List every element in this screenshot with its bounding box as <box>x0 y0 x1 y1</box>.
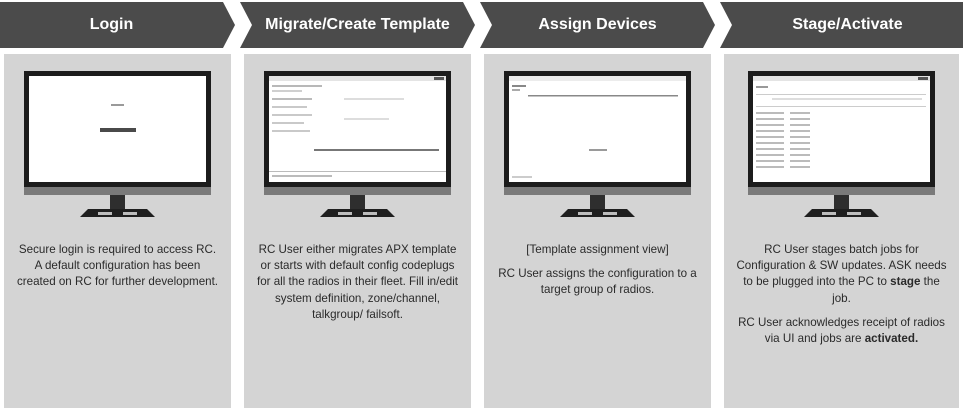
monitor-illustration <box>24 71 211 217</box>
monitor-illustration <box>504 71 691 217</box>
monitor-illustration <box>264 71 451 217</box>
step-title: Migrate/Create Template <box>265 16 450 33</box>
step-panel: [Template assignment view] RC User assign… <box>484 54 711 408</box>
description-paragraph: RC User either migrates APX template or … <box>254 242 461 323</box>
step-migrate-create-template: Migrate/Create Template <box>240 0 475 408</box>
description-text: Secure login is required to access RC. A… <box>16 243 219 289</box>
step-description: RC User either migrates APX template or … <box>254 242 461 331</box>
jobs-screen <box>753 76 930 168</box>
assignment-screen <box>509 76 686 178</box>
description-text: RC User either migrates APX template or … <box>256 243 459 321</box>
description-paragraph: RC User stages batch jobs for Configurat… <box>734 242 949 307</box>
monitor <box>264 71 451 217</box>
monitor <box>504 71 691 217</box>
step-title: Assign Devices <box>538 16 657 33</box>
template-editor-screen <box>269 76 446 177</box>
monitor <box>748 71 935 217</box>
step-panel: Secure login is required to access RC. A… <box>4 54 231 408</box>
description-paragraph: RC User acknowledges receipt of radios v… <box>734 315 949 347</box>
step-stage-activate: Stage/Activate <box>720 0 963 408</box>
description-text: RC User assigns the configuration to a t… <box>498 267 697 297</box>
description-paragraph: Secure login is required to access RC. A… <box>14 242 221 291</box>
monitor <box>24 71 211 217</box>
description-paragraph: RC User assigns the configuration to a t… <box>494 266 701 298</box>
step-title: Stage/Activate <box>792 16 903 33</box>
step-title: Login <box>89 16 134 33</box>
step-banner <box>720 2 963 48</box>
step-assign-devices: Assign Devices <box>480 0 715 408</box>
step-panel: RC User stages batch jobs for Configurat… <box>724 54 959 408</box>
description-text: RC User acknowledges receipt of radios v… <box>738 315 945 346</box>
step-panel: RC User either migrates APX template or … <box>244 54 471 408</box>
description-text: the job. <box>832 275 940 305</box>
emphasis-text: stage <box>890 275 921 289</box>
emphasis-text: activated. <box>864 332 919 346</box>
step-banner <box>0 2 235 48</box>
description-paragraph: [Template assignment view] <box>494 242 701 258</box>
step-description: [Template assignment view] RC User assign… <box>494 242 701 307</box>
step-login: Login Secure login is required to access <box>0 0 235 408</box>
step-banner <box>240 2 475 48</box>
step-description: RC User stages batch jobs for Configurat… <box>734 242 949 355</box>
step-banner <box>480 2 715 48</box>
step-description: Secure login is required to access RC. A… <box>14 242 221 299</box>
description-text: RC User stages batch jobs for Configurat… <box>736 243 947 289</box>
description-text: [Template assignment view] <box>526 243 669 256</box>
monitor-illustration <box>748 71 935 217</box>
login-screen <box>100 104 136 132</box>
